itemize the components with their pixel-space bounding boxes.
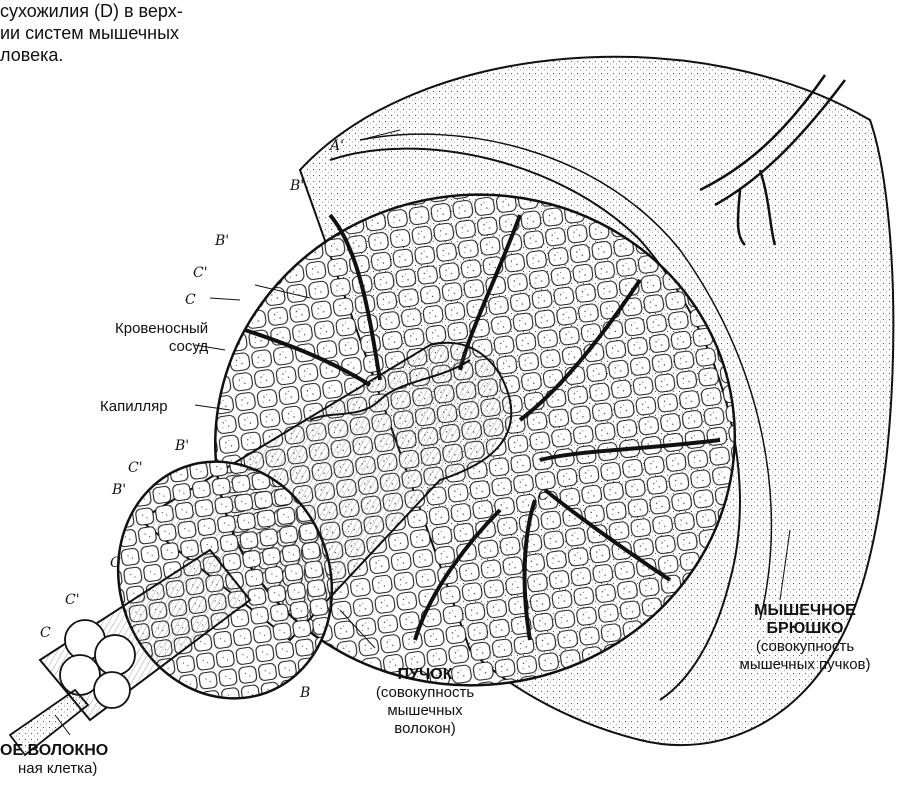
caption-fascicle-sub: (совокупность мышечных волокон) [360, 684, 490, 738]
label-b-prime-1: B' [290, 178, 304, 194]
label-blood-vessel: Кровеносный сосуд [115, 320, 208, 356]
caption-belly-title: МЫШЕЧНОЕ БРЮШКО [720, 602, 890, 638]
caption-belly: МЫШЕЧНОЕ БРЮШКО (совокупность мышечных п… [720, 602, 890, 674]
caption-fiber-sub: ная клетка) [0, 760, 160, 778]
label-c-3: C [110, 555, 121, 571]
label-b: B [300, 685, 310, 701]
caption-fiber-title: ОЕ ВОЛОКНО [0, 742, 160, 760]
label-c-4: C [40, 625, 51, 641]
label-c-2: C [538, 488, 549, 504]
caption-fiber: ОЕ ВОЛОКНО ная клетка) [0, 742, 160, 778]
label-a-prime: A' [330, 138, 344, 154]
label-b-prime-3: B' [175, 438, 189, 454]
label-c-prime-3: C' [65, 592, 80, 608]
caption-fascicle: ПУЧОК (совокупность мышечных волокон) [360, 666, 490, 738]
label-b-prime-4: B' [112, 482, 126, 498]
label-c-1: C [185, 292, 196, 308]
label-c-prime-1: C' [193, 265, 208, 281]
label-c-prime-2: C' [128, 460, 143, 476]
label-b-prime-2: B' [215, 233, 229, 249]
label-capillary: Капилляр [100, 398, 168, 416]
caption-fascicle-title: ПУЧОК [360, 666, 490, 684]
caption-belly-sub: (совокупность мышечных пучков) [720, 638, 890, 674]
